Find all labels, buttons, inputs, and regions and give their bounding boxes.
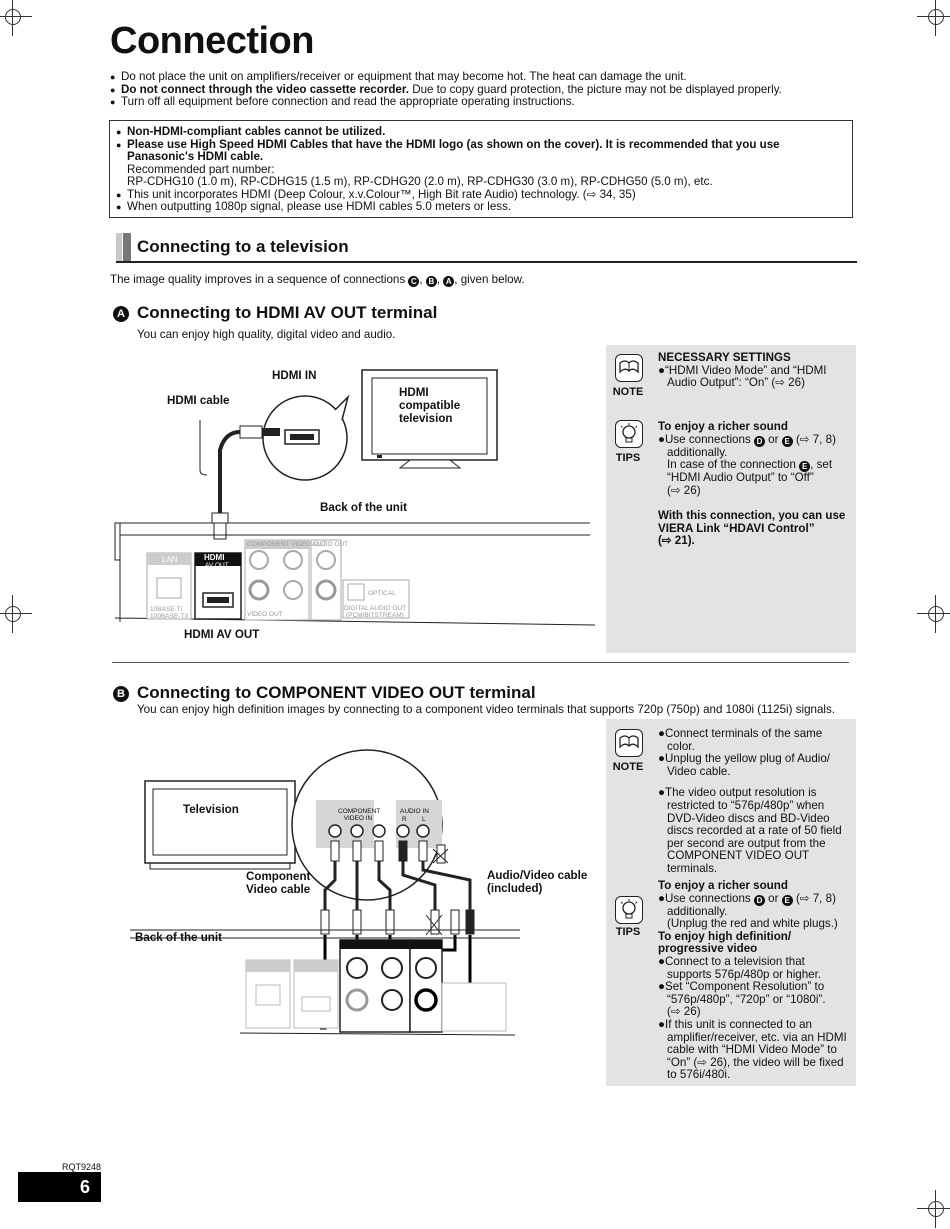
registration-mark-top-left xyxy=(0,0,32,36)
section-b-note: ●Connect terminals of the same color. ●U… xyxy=(658,727,842,875)
note-book-icon xyxy=(615,729,643,757)
label-audio-in: AUDIO IN xyxy=(400,808,429,815)
panel-lan-label: LAN xyxy=(162,555,178,564)
section-b-badge: B xyxy=(113,686,129,702)
note-book-icon xyxy=(615,354,643,382)
label-audio-in-l: L xyxy=(422,816,426,823)
section-title: Connecting to a television xyxy=(137,237,349,256)
notice-item: Non-HDMI-compliant cables cannot be util… xyxy=(116,125,850,139)
tips-label: TIPS xyxy=(615,926,641,938)
notice-item: This unit incorporates HDMI (Deep Colour… xyxy=(116,188,850,202)
hdmi-connection-diagram: COMPONENT VIDEO OUT AUDIO OUT LAN HDMI A… xyxy=(114,369,596,626)
circle-letter: B xyxy=(425,276,437,287)
label-tv-line3: television xyxy=(399,412,453,425)
intro-list: Do not place the unit on amplifiers/rece… xyxy=(110,70,850,109)
page-number: 6 xyxy=(18,1172,101,1202)
circle-letter: C xyxy=(408,276,420,287)
page-title: Connection xyxy=(110,20,314,62)
label-av-cable: Audio/Video cable(included) xyxy=(487,869,588,895)
section-a-tips: To enjoy a richer sound ●Use connections… xyxy=(658,420,846,548)
panel-component-label: COMPONENT VIDEO OUT xyxy=(247,541,327,548)
section-a-description: You can enjoy high quality, digital vide… xyxy=(137,328,396,341)
section-heading: Connecting to a television xyxy=(116,233,857,263)
registration-mark-bottom-right xyxy=(917,1190,950,1228)
label-hdmi-in: HDMI IN xyxy=(272,369,317,382)
section-b-tips: To enjoy a richer sound ●Use connections… xyxy=(658,879,847,1082)
label-back-of-unit: Back of the unit xyxy=(320,501,407,514)
note-label: NOTE xyxy=(612,386,644,398)
notice-part-numbers: RP-CDHG10 (1.0 m), RP-CDHG15 (1.5 m), RP… xyxy=(127,175,713,188)
panel-digital1: DIGITAL AUDIO OUT xyxy=(344,605,406,612)
section-b-description: You can enjoy high definition images by … xyxy=(137,703,836,716)
component-connection-diagram xyxy=(130,749,520,1036)
section-b-info-panel xyxy=(606,719,856,1086)
tips-bulb-icon xyxy=(615,896,643,924)
notice-part-label: Recommended part number: xyxy=(127,162,275,176)
document-code: RQT9248 xyxy=(62,1162,102,1172)
intro-item: Do not place the unit on amplifiers/rece… xyxy=(110,70,850,84)
circle-letter: A xyxy=(443,276,455,287)
intro-item: Do not connect through the video cassett… xyxy=(110,83,850,97)
label-hdmi-cable: HDMI cable xyxy=(167,394,230,407)
panel-base2: 100BASE-TX xyxy=(150,613,189,620)
label-audio-in-r: R xyxy=(402,816,407,823)
panel-digital2: (PCM/BITSTREAM) xyxy=(346,612,404,619)
note-label: NOTE xyxy=(612,761,644,773)
intro-item: Turn off all equipment before connection… xyxy=(110,95,850,109)
label-back-of-unit-b: Back of the unit xyxy=(135,931,222,944)
registration-mark-mid-right xyxy=(917,595,950,633)
section-a-title: Connecting to HDMI AV OUT terminal xyxy=(137,303,438,322)
quality-sequence-text: The image quality improves in a sequence… xyxy=(110,273,525,287)
notice-item: Please use High Speed HDMI Cables that h… xyxy=(116,138,850,164)
section-b-title: Connecting to COMPONENT VIDEO OUT termin… xyxy=(137,683,536,702)
tips-bulb-icon xyxy=(615,420,643,448)
panel-avout-label: AV OUT xyxy=(205,562,229,569)
hdmi-cable-notice-box: Non-HDMI-compliant cables cannot be util… xyxy=(109,120,853,218)
panel-base1: 10BASE-T/ xyxy=(150,606,183,613)
panel-optical-label: OPTICAL xyxy=(368,590,396,597)
registration-mark-mid-left xyxy=(0,595,32,633)
label-tv-line1: HDMI xyxy=(399,386,429,399)
notice-item: When outputting 1080p signal, please use… xyxy=(116,200,850,214)
section-a-badge: A xyxy=(113,306,129,322)
panel-videoout-label: VIDEO OUT xyxy=(247,611,283,618)
section-a-note: NECESSARY SETTINGS ●“HDMI Video Mode” an… xyxy=(658,351,827,390)
tips-label: TIPS xyxy=(615,452,641,464)
registration-mark-top-right xyxy=(917,0,950,36)
label-tv-line2: compatible xyxy=(399,399,461,412)
label-hdmi-av-out: HDMI AV OUT xyxy=(184,628,260,641)
section-divider xyxy=(112,662,849,663)
panel-audio-label: AUDIO OUT xyxy=(312,541,348,548)
section-a-info-panel xyxy=(606,345,856,653)
label-television: Television xyxy=(183,803,239,816)
panel-hdmi-label: HDMI xyxy=(204,553,224,562)
